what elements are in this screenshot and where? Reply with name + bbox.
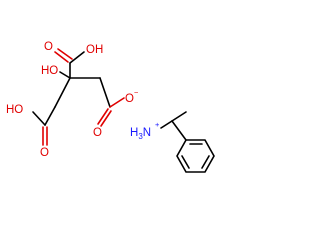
citrate-skeleton bbox=[32, 48, 125, 146]
bond-central-ho bbox=[59, 71, 71, 79]
label-ammonium: H3N bbox=[130, 127, 151, 141]
label-right-o-minus: O bbox=[125, 93, 134, 105]
bond-ch-ring bbox=[171, 120, 187, 141]
bond-right-c-ominus bbox=[109, 97, 125, 108]
label-top-o: O bbox=[44, 41, 53, 53]
label-left-ho: HO bbox=[6, 104, 23, 116]
bond-central-left-ch2 bbox=[54, 77, 71, 108]
bond-left-ch2-c bbox=[44, 106, 56, 126]
bond-top-c-oh bbox=[69, 51, 85, 64]
bond-top-c-o-double-2 bbox=[57, 48, 73, 60]
label-minus-charge: − bbox=[134, 88, 139, 97]
benzene-double-bond-2 bbox=[201, 155, 210, 169]
bond-right-ch2-c bbox=[99, 77, 111, 108]
atom-labels: OH O HO HO O O − O H3N + bbox=[6, 41, 160, 159]
bond-n-ch bbox=[160, 120, 173, 129]
bond-ch-methyl bbox=[171, 111, 187, 122]
label-right-o: O bbox=[93, 127, 102, 139]
bond-left-c-oh bbox=[32, 111, 46, 126]
bond-right-c-o-double-2 bbox=[100, 110, 112, 127]
label-center-ho: HO bbox=[41, 65, 58, 77]
chemical-structure-diagram: OH O HO HO O O − O H3N + bbox=[6, 41, 215, 173]
phenylethylammonium-skeleton bbox=[160, 111, 215, 173]
label-top-oh: OH bbox=[86, 44, 103, 56]
bond-top-c-o-double-1 bbox=[54, 51, 69, 63]
label-plus-charge: + bbox=[155, 120, 160, 129]
benzene-ring bbox=[176, 139, 215, 173]
label-left-o: O bbox=[40, 147, 49, 159]
bond-right-c-o-double-1 bbox=[97, 108, 109, 125]
benzene-double-bond-3 bbox=[181, 155, 190, 169]
